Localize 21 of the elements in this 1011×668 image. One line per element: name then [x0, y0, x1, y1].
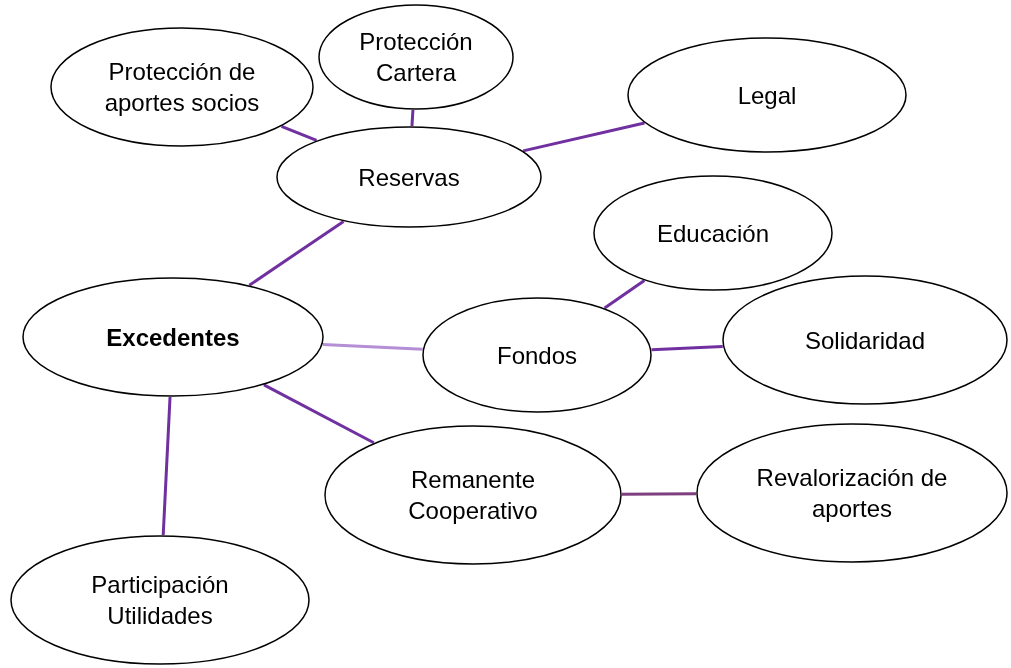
node-label: Reservas: [358, 162, 460, 193]
node-label: Protección de aportes socios: [103, 57, 261, 118]
connector-line: [410, 109, 415, 127]
node-label: Protección Cartera: [358, 27, 474, 88]
node-label: Excedentes: [106, 322, 240, 353]
connector-line: [651, 345, 723, 352]
connector-line: [522, 121, 645, 153]
node-label: Revalorización de aportes: [755, 463, 949, 524]
node-label: Legal: [737, 80, 797, 111]
node-label: Participación Utilidades: [90, 570, 230, 631]
node-label: Educación: [656, 218, 770, 249]
connector-line: [280, 125, 318, 142]
connector-line: [263, 383, 375, 445]
connector-line: [322, 342, 423, 351]
node-label: Fondos: [496, 340, 578, 371]
connector-line: [603, 279, 646, 310]
connector-line: [248, 220, 345, 287]
connector-line: [161, 396, 172, 536]
node-label: Remanente Cooperativo: [407, 465, 539, 526]
connector-line: [622, 492, 697, 496]
node-label: Solidaridad: [804, 325, 926, 356]
